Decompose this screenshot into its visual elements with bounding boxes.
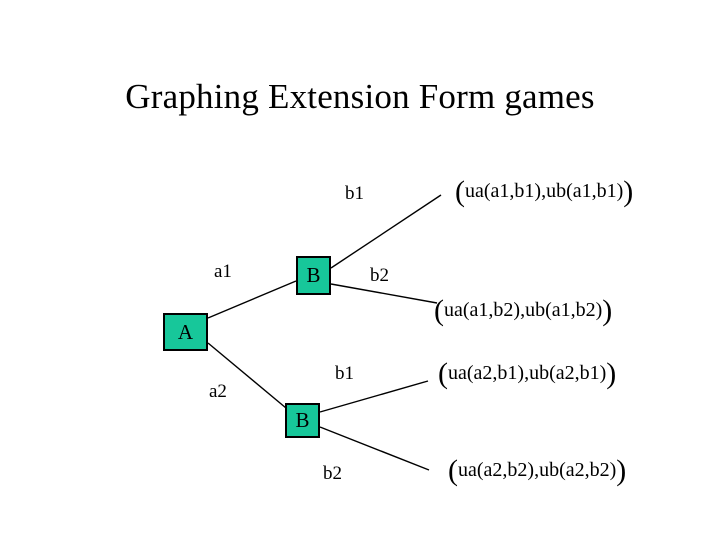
payoff-body: ua(a2,b1),ub(a2,b1)	[448, 362, 607, 384]
payoff-a1-b1: (ua(a1,b1),ub(a1,b1))	[455, 177, 633, 207]
payoff-close-paren: )	[606, 357, 617, 390]
edge-label-b2-lower: b2	[323, 463, 342, 484]
node-player-b-lower[interactable]: B	[285, 403, 320, 438]
payoff-close-paren: )	[616, 454, 627, 487]
edge-label-b2-upper: b2	[370, 265, 389, 286]
edge-label-b1-upper: b1	[345, 183, 364, 204]
edge-label-b1-lower: b1	[335, 363, 354, 384]
edge-a2	[207, 342, 287, 409]
edge-b1-lower	[319, 380, 429, 413]
edge-label-a1: a1	[214, 261, 232, 282]
edge-a1	[207, 280, 297, 319]
node-player-b-upper[interactable]: B	[296, 256, 331, 295]
payoff-a2-b1: (ua(a2,b1),ub(a2,b1))	[438, 359, 616, 389]
payoff-open-paren: (	[448, 454, 458, 487]
payoff-a1-b2: (ua(a1,b2),ub(a1,b2))	[434, 296, 612, 326]
payoff-open-paren: (	[438, 357, 448, 390]
payoff-open-paren: (	[434, 294, 444, 327]
payoff-open-paren: (	[455, 175, 465, 208]
edge-label-a2: a2	[209, 381, 227, 402]
edge-b2-upper	[330, 283, 438, 304]
edge-b1-upper	[330, 194, 442, 269]
edge-b2-lower	[319, 426, 430, 471]
payoff-close-paren: )	[602, 294, 613, 327]
page-title: Graphing Extension Form games	[125, 77, 595, 116]
node-player-a[interactable]: A	[163, 313, 208, 351]
payoff-body: ua(a2,b2),ub(a2,b2)	[458, 459, 617, 481]
payoff-a2-b2: (ua(a2,b2),ub(a2,b2))	[448, 456, 626, 486]
payoff-body: ua(a1,b1),ub(a1,b1)	[465, 180, 624, 202]
payoff-close-paren: )	[623, 175, 634, 208]
payoff-body: ua(a1,b2),ub(a1,b2)	[444, 299, 603, 321]
